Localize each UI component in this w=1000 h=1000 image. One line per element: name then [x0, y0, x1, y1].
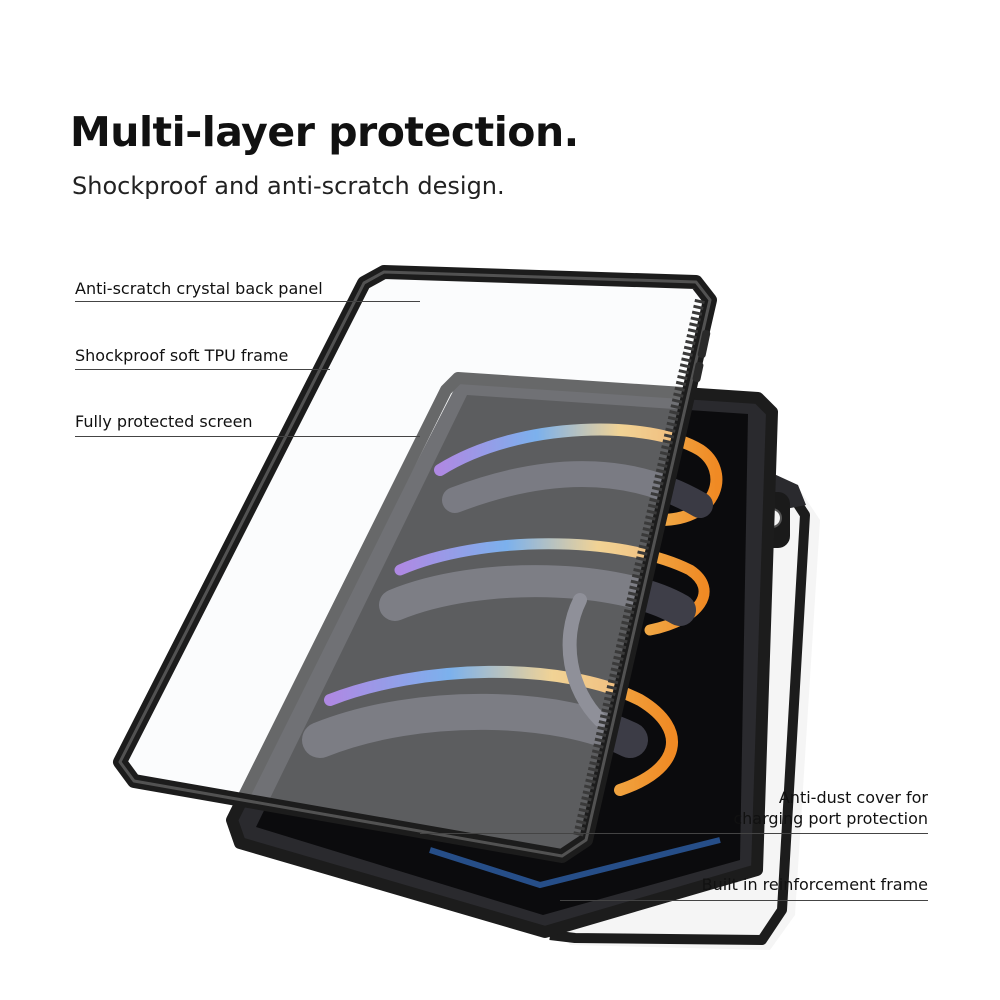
tablet-screen-layer [226, 372, 778, 938]
page-subtitle: Shockproof and anti-scratch design. [72, 172, 505, 200]
callout-tpu-frame: Shockproof soft TPU frame [75, 346, 289, 365]
tpu-frame-layer [113, 265, 717, 863]
callout-dust-cover-line2: charging port protection [733, 809, 928, 828]
leader-line-tpu-frame [75, 369, 330, 370]
callout-screen: Fully protected screen [75, 412, 253, 431]
callout-back-panel: Anti-scratch crystal back panel [75, 279, 323, 298]
page-title: Multi-layer protection. [70, 108, 579, 156]
leader-line-reinforcement [560, 900, 928, 901]
callout-reinforcement: Built in reinforcement frame [701, 875, 928, 894]
leader-line-back-panel [75, 301, 420, 302]
callout-dust-cover-line1: Anti-dust cover for [778, 788, 928, 807]
leader-line-screen [75, 436, 420, 437]
leader-line-dust-cover [420, 833, 928, 834]
